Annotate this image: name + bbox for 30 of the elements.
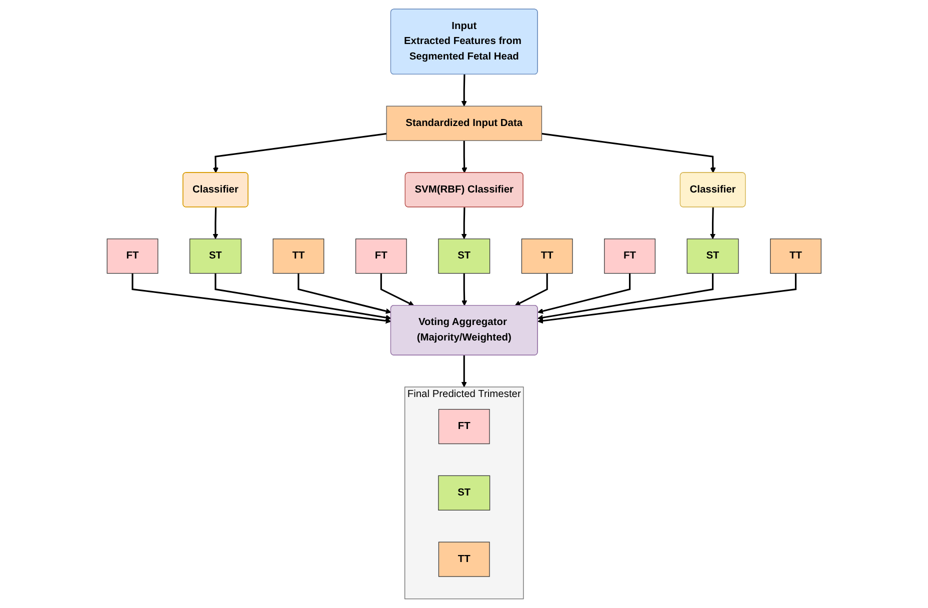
node-box: FT: [355, 238, 407, 274]
arrow: [132, 273, 392, 324]
arrow: [541, 132, 716, 174]
arrow: [461, 273, 468, 306]
node-box: TT: [770, 238, 822, 274]
arrow: [461, 207, 467, 240]
arrow: [298, 273, 392, 314]
arrow: [461, 74, 467, 106]
arrow: [212, 132, 386, 174]
arrow: [461, 355, 467, 388]
arrow: [537, 273, 630, 314]
node-box: TT: [438, 542, 490, 577]
node-box: FT: [106, 238, 158, 274]
node-box: TT: [521, 238, 573, 274]
node-box: ST: [438, 238, 490, 274]
arrow: [710, 207, 716, 240]
arrow: [461, 140, 468, 174]
node-box: FT: [438, 409, 490, 444]
node-box: ST: [438, 475, 490, 510]
node-box: Standardized Input Data: [386, 106, 542, 141]
arrow: [537, 273, 796, 324]
arrow: [514, 273, 548, 306]
node-box: ST: [189, 238, 242, 274]
arrow: [380, 273, 414, 306]
node-box: ST: [686, 238, 739, 274]
arrow: [537, 273, 714, 320]
arrow: [214, 273, 392, 320]
node-box: TT: [272, 238, 324, 274]
node-box: FT: [604, 238, 656, 274]
arrow: [212, 207, 218, 240]
